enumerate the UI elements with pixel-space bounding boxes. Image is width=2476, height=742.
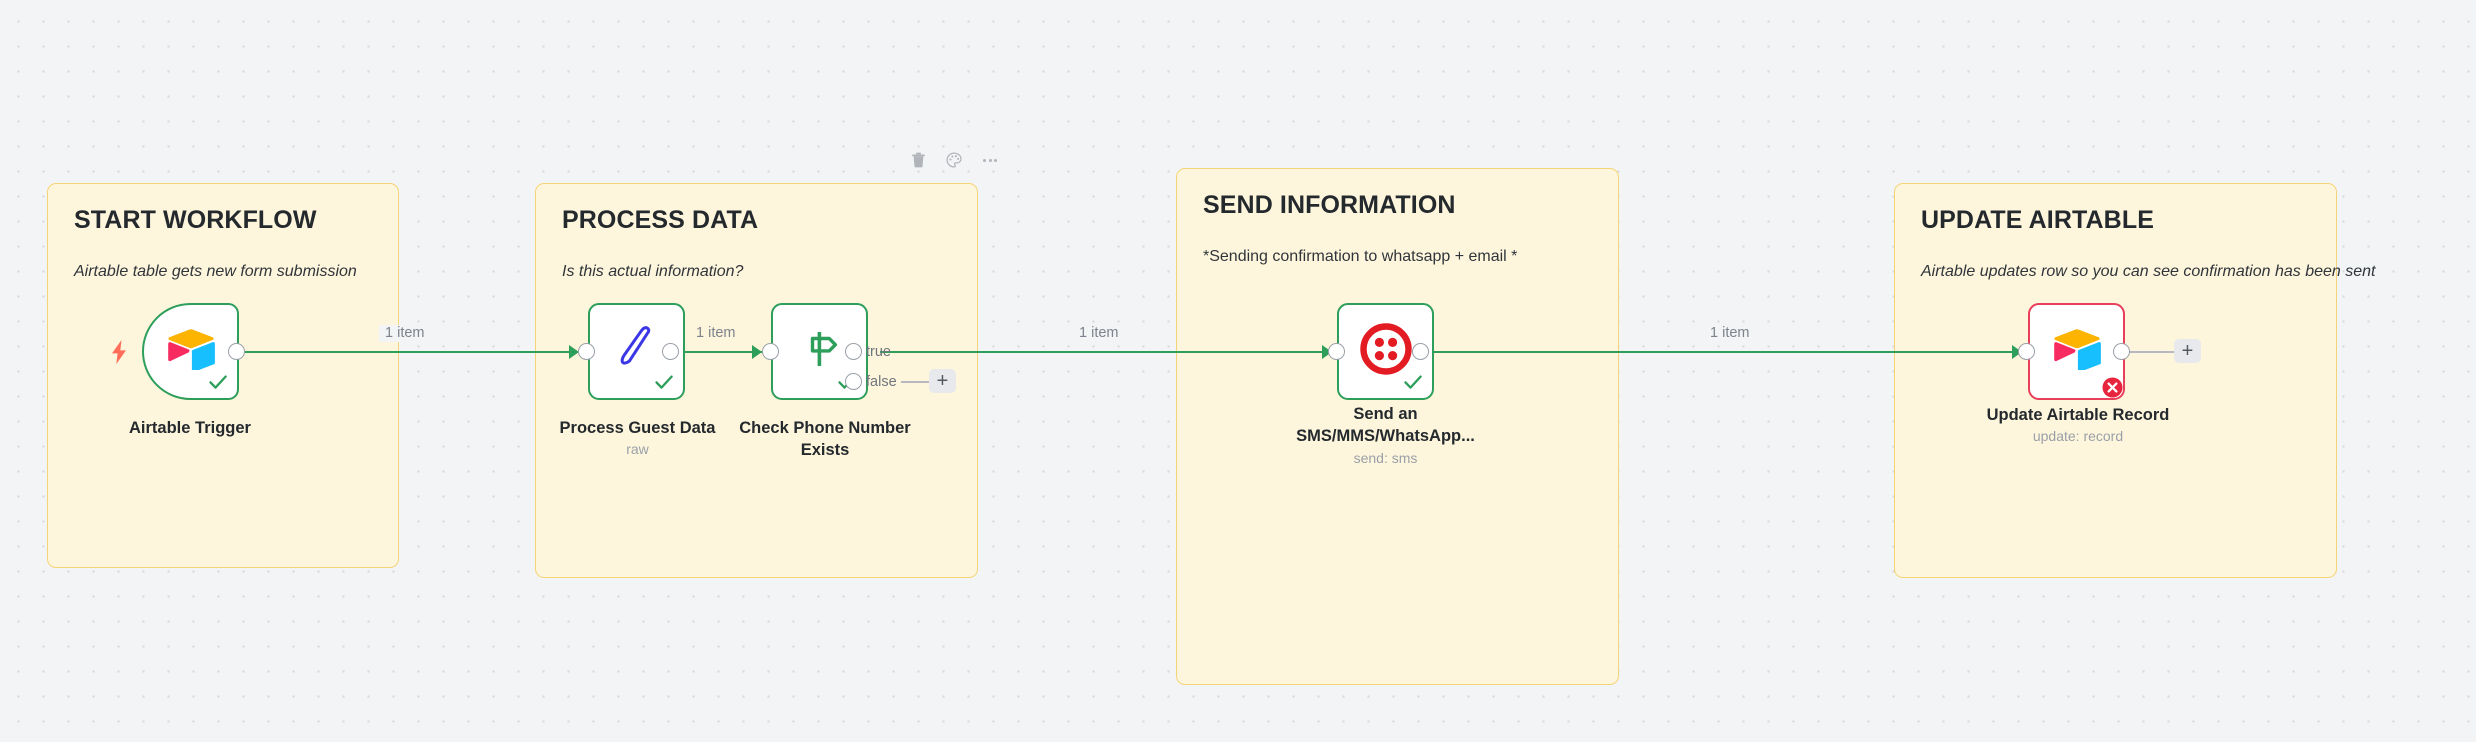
check-icon xyxy=(1402,371,1424,393)
output-port-airtable-trigger[interactable] xyxy=(228,343,245,360)
code-pen-icon xyxy=(614,326,660,377)
output-port-update-airtable-record[interactable] xyxy=(2113,343,2130,360)
add-node-button-false-branch[interactable]: + xyxy=(929,369,956,393)
connection-check-true-to-sms[interactable] xyxy=(880,351,1329,354)
sticky-note-send-information[interactable]: SEND INFORMATION *Sending confirmation t… xyxy=(1176,168,1619,685)
twilio-icon xyxy=(1359,323,1412,380)
connection-label: 1 item xyxy=(379,325,431,342)
node-label-check-phone-number-exists: Check Phone Number Exists xyxy=(739,419,911,459)
connection-label: 1 item xyxy=(1073,325,1125,342)
output-port-process-guest-data[interactable] xyxy=(662,343,679,360)
output-port-send-sms[interactable] xyxy=(1412,343,1429,360)
node-label-airtable-trigger: Airtable Trigger xyxy=(129,419,251,437)
node-label-update-airtable-record: Update Airtable Record xyxy=(1986,406,2170,424)
connection-sms-to-airtable[interactable] xyxy=(1421,351,2022,354)
node-update-airtable-record[interactable] xyxy=(2028,303,2125,400)
add-node-button-end[interactable]: + xyxy=(2174,339,2201,363)
connection-arrow xyxy=(2012,345,2022,359)
connection-label: 1 item xyxy=(1704,325,1756,342)
signpost-if-icon xyxy=(796,325,844,378)
airtable-icon xyxy=(166,328,216,375)
connection-trigger-to-process[interactable] xyxy=(236,351,574,354)
sticky-subtitle: Airtable table gets new form submission xyxy=(74,262,357,280)
connection-check-false-open[interactable] xyxy=(901,381,937,384)
output-port-label-true: true xyxy=(866,344,891,360)
node-airtable-trigger[interactable] xyxy=(142,303,239,400)
lightning-bolt-icon xyxy=(108,339,130,365)
node-sublabel-process-guest-data: raw xyxy=(626,441,649,457)
connection-arrow xyxy=(569,345,579,359)
output-port-check-phone-false[interactable] xyxy=(845,373,862,390)
connection-process-to-check[interactable] xyxy=(670,351,770,354)
sticky-subtitle: *Sending confirmation to whatsapp + emai… xyxy=(1203,247,1518,265)
input-port-check-phone[interactable] xyxy=(762,343,779,360)
node-sublabel-update-airtable-record: update: record xyxy=(2032,428,2124,444)
ellipsis-icon[interactable] xyxy=(979,149,1001,171)
check-icon xyxy=(207,371,229,393)
airtable-icon xyxy=(2052,328,2102,375)
node-process-guest-data[interactable] xyxy=(588,303,685,400)
connection-label: 1 item xyxy=(690,325,742,342)
sticky-title: SEND INFORMATION xyxy=(1203,191,1456,219)
trash-icon[interactable] xyxy=(907,149,929,171)
connection-arrow xyxy=(752,345,762,359)
input-port-update-airtable-record[interactable] xyxy=(2018,343,2035,360)
connection-arrow xyxy=(1322,345,1332,359)
sticky-title: PROCESS DATA xyxy=(562,206,759,234)
sticky-subtitle: Is this actual information? xyxy=(562,262,744,280)
sticky-title: UPDATE AIRTABLE xyxy=(1921,206,2154,234)
connection-airtable-open[interactable] xyxy=(2123,351,2182,354)
palette-icon[interactable] xyxy=(943,149,965,171)
output-port-label-false: false xyxy=(866,374,897,390)
output-port-check-phone-true[interactable] xyxy=(845,343,862,360)
sticky-title: START WORKFLOW xyxy=(74,206,317,234)
input-port-process-guest-data[interactable] xyxy=(578,343,595,360)
node-sublabel-send-sms-whatsapp: send: sms xyxy=(1353,450,1418,466)
input-port-send-sms[interactable] xyxy=(1328,343,1345,360)
node-label-send-sms-whatsapp: Send an SMS/MMS/WhatsApp... xyxy=(1296,405,1475,445)
error-x-icon xyxy=(2101,376,2124,399)
check-icon xyxy=(653,371,675,393)
node-label-process-guest-data: Process Guest Data xyxy=(559,419,716,437)
sticky-subtitle: Airtable updates row so you can see conf… xyxy=(1921,262,2376,280)
sticky-note-process-data[interactable]: PROCESS DATA Is this actual information? xyxy=(535,183,978,578)
sticky-note-toolbar[interactable] xyxy=(907,148,1001,172)
